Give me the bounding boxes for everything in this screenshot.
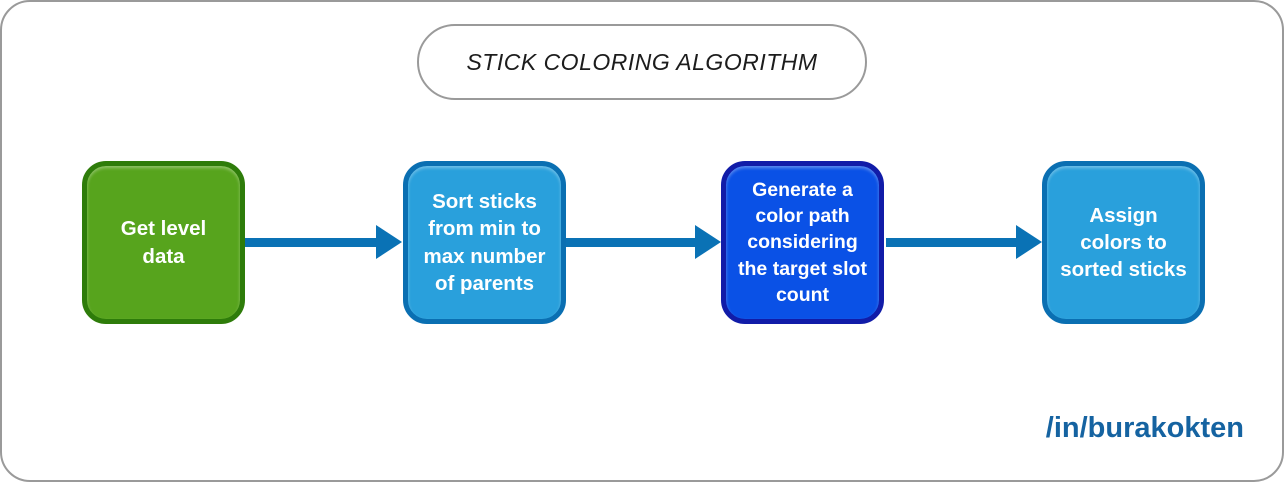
arrow-shaft [886, 237, 1018, 247]
flow-step-assign-colors: Assign colors to sorted sticks [1042, 161, 1205, 324]
author-handle: /in/burakokten [1045, 412, 1244, 444]
flow-arrow [566, 225, 721, 259]
flow-step-label: Generate a color path considering the ta… [738, 178, 867, 306]
arrow-head-icon [1016, 225, 1042, 259]
flow-step-label: Get level data [120, 217, 207, 268]
page-title: STICK COLORING ALGORITHM [466, 48, 818, 75]
flow-step-label: Assign colors to sorted sticks [1060, 203, 1187, 282]
arrow-head-icon [695, 225, 721, 259]
arrow-head-icon [376, 225, 402, 259]
flow-step-get-level-data: Get level data [82, 161, 245, 324]
arrow-shaft [566, 237, 697, 247]
flow-step-generate-color-path: Generate a color path considering the ta… [721, 161, 884, 324]
flow-arrow [245, 225, 402, 259]
flow-step-label: Sort sticks from min to max number of pa… [423, 190, 546, 295]
arrow-shaft [245, 237, 378, 247]
title-pill: STICK COLORING ALGORITHM [417, 24, 867, 100]
flow-arrow [886, 225, 1042, 259]
flow-step-sort-sticks: Sort sticks from min to max number of pa… [403, 161, 566, 324]
